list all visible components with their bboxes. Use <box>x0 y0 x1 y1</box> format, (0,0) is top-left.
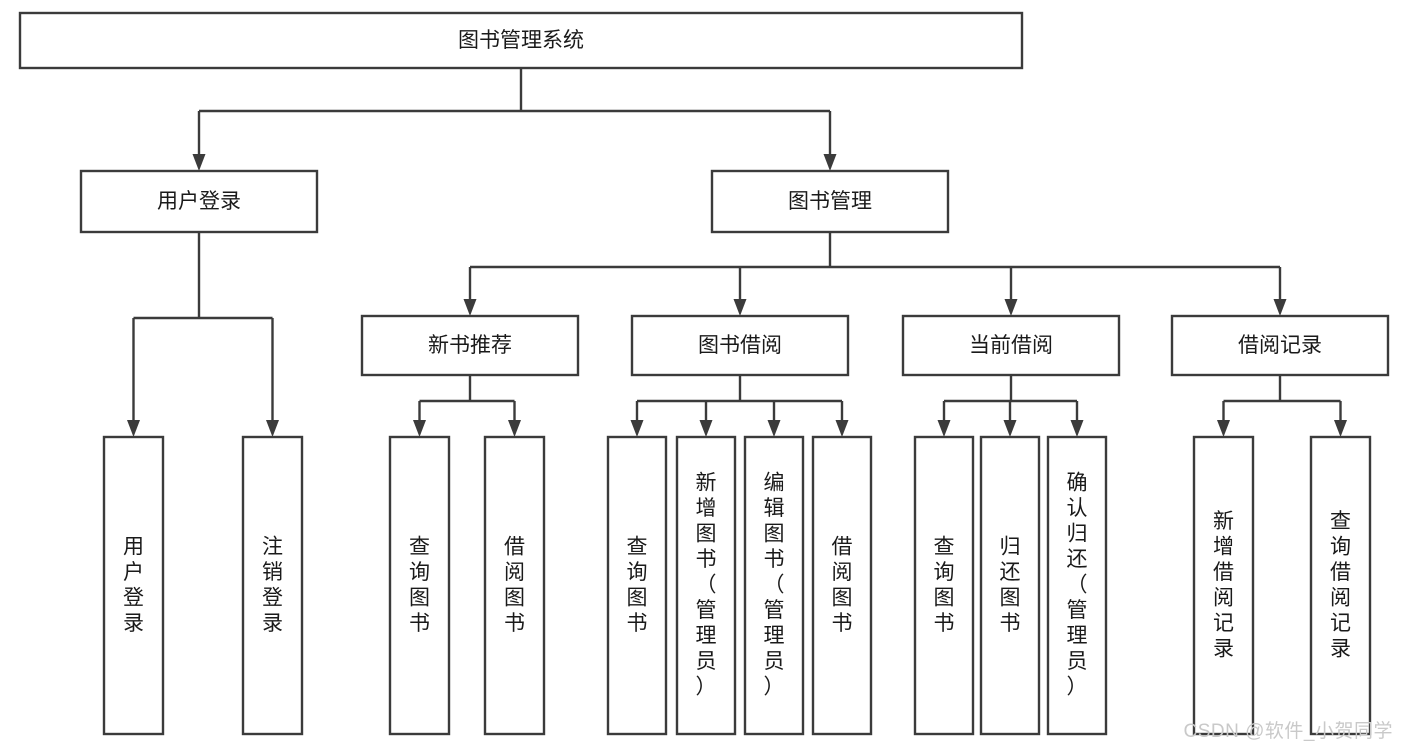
arrow-head-leaf-br-query-record <box>1334 420 1347 437</box>
node-box-new-book-rec <box>360 314 580 377</box>
node-leaf-rec-query-book[interactable]: 查询图书 <box>388 435 451 736</box>
node-leaf-bb-edit-book[interactable]: 编辑图书（管理员） <box>743 435 805 736</box>
node-leaf-bb-add-book[interactable]: 新增图书（管理员） <box>675 435 737 736</box>
node-label-leaf-bb-add-book: 新增图书（管理员） <box>696 471 717 698</box>
node-current-borrow[interactable]: 当前借阅 <box>901 314 1121 377</box>
node-user-login[interactable]: 用户登录 <box>79 169 319 234</box>
arrow-head-leaf-br-add-record <box>1217 420 1230 437</box>
node-new-book-rec[interactable]: 新书推荐 <box>360 314 580 377</box>
node-layer: 图书管理系统用户登录图书管理新书推荐图书借阅当前借阅借阅记录用户登录注销登录查询… <box>18 11 1390 736</box>
arrow-head-leaf-rec-borrow-book <box>508 420 521 437</box>
node-box-leaf-bb-borrow-book <box>811 435 873 736</box>
node-box-leaf-br-add-record <box>1192 435 1255 736</box>
node-box-book-manage <box>710 169 950 234</box>
node-label-user-login: 用户登录 <box>157 190 241 213</box>
node-leaf-br-add-record[interactable]: 新增借阅记录 <box>1192 435 1255 736</box>
arrow-head-leaf-user-logout <box>266 420 279 437</box>
node-box-leaf-cb-query-book <box>913 435 975 736</box>
node-label-book-manage: 图书管理 <box>788 190 872 213</box>
node-leaf-rec-borrow-book[interactable]: 借阅图书 <box>483 435 546 736</box>
node-leaf-user-logout[interactable]: 注销登录 <box>241 435 304 736</box>
arrow-head-leaf-bb-edit-book <box>767 420 781 437</box>
arrow-head-leaf-bb-add-book <box>699 420 713 437</box>
node-label-leaf-br-add-record: 新增借阅记录 <box>1213 509 1234 660</box>
node-box-root <box>18 11 1024 70</box>
node-leaf-cb-return-book[interactable]: 归还图书 <box>979 435 1041 736</box>
node-box-leaf-rec-query-book <box>388 435 451 736</box>
connector-group-book-manage <box>463 232 1287 316</box>
arrow-head-user-login <box>192 154 206 171</box>
node-box-current-borrow <box>901 314 1121 377</box>
arrow-head-new-book-rec <box>463 299 477 316</box>
node-box-book-borrow <box>630 314 850 377</box>
node-label-leaf-user-logout: 注销登录 <box>262 535 283 635</box>
node-label-leaf-rec-query-book: 查询图书 <box>409 535 430 635</box>
connector-group-new-book-rec <box>413 375 521 437</box>
connector-group-current-borrow <box>937 375 1084 437</box>
node-label-root: 图书管理系统 <box>458 29 584 52</box>
connector-group-root <box>192 68 837 171</box>
arrow-head-leaf-bb-query-book <box>630 420 644 437</box>
connector-group-book-borrow <box>630 375 849 437</box>
node-box-leaf-cb-confirm-return <box>1046 435 1108 736</box>
node-leaf-br-query-record[interactable]: 查询借阅记录 <box>1309 435 1372 736</box>
node-label-leaf-bb-borrow-book: 借阅图书 <box>832 535 853 635</box>
node-book-manage[interactable]: 图书管理 <box>710 169 950 234</box>
node-box-leaf-bb-query-book <box>606 435 668 736</box>
node-label-book-borrow: 图书借阅 <box>698 334 782 357</box>
node-label-leaf-bb-edit-book: 编辑图书（管理员） <box>764 471 785 698</box>
arrow-head-book-borrow <box>733 299 747 316</box>
node-label-leaf-user-login: 用户登录 <box>123 535 144 635</box>
node-box-leaf-bb-edit-book <box>743 435 805 736</box>
node-label-leaf-br-query-record: 查询借阅记录 <box>1330 509 1351 660</box>
node-label-current-borrow: 当前借阅 <box>969 334 1053 357</box>
node-leaf-cb-query-book[interactable]: 查询图书 <box>913 435 975 736</box>
node-label-leaf-bb-query-book: 查询图书 <box>627 535 648 635</box>
arrow-head-leaf-cb-confirm-return <box>1070 420 1084 437</box>
node-root[interactable]: 图书管理系统 <box>18 11 1024 70</box>
arrow-head-current-borrow <box>1004 299 1018 316</box>
node-box-leaf-cb-return-book <box>979 435 1041 736</box>
node-box-user-login <box>79 169 319 234</box>
node-box-borrow-record <box>1170 314 1390 377</box>
connector-group-borrow-record <box>1217 375 1347 437</box>
arrow-head-book-manage <box>823 154 837 171</box>
node-box-leaf-user-logout <box>241 435 304 736</box>
node-label-leaf-cb-confirm-return: 确认归还（管理员） <box>1067 471 1088 698</box>
arrow-head-borrow-record <box>1273 299 1287 316</box>
edge-layer <box>127 68 1347 437</box>
arrow-head-leaf-rec-query-book <box>413 420 426 437</box>
node-label-leaf-rec-borrow-book: 借阅图书 <box>504 535 525 635</box>
node-leaf-cb-confirm-return[interactable]: 确认归还（管理员） <box>1046 435 1108 736</box>
node-book-borrow[interactable]: 图书借阅 <box>630 314 850 377</box>
node-leaf-bb-query-book[interactable]: 查询图书 <box>606 435 668 736</box>
node-box-leaf-br-query-record <box>1309 435 1372 736</box>
node-label-borrow-record: 借阅记录 <box>1238 334 1322 357</box>
connector-group-user-login <box>127 232 279 437</box>
node-label-new-book-rec: 新书推荐 <box>428 334 512 357</box>
node-box-leaf-user-login <box>102 435 165 736</box>
node-borrow-record[interactable]: 借阅记录 <box>1170 314 1390 377</box>
node-box-leaf-bb-add-book <box>675 435 737 736</box>
arrow-head-leaf-user-login <box>127 420 140 437</box>
node-leaf-bb-borrow-book[interactable]: 借阅图书 <box>811 435 873 736</box>
node-leaf-user-login[interactable]: 用户登录 <box>102 435 165 736</box>
node-label-leaf-cb-return-book: 归还图书 <box>1000 535 1021 635</box>
node-box-leaf-rec-borrow-book <box>483 435 546 736</box>
arrow-head-leaf-cb-query-book <box>937 420 951 437</box>
arrow-head-leaf-bb-borrow-book <box>835 420 849 437</box>
arrow-head-leaf-cb-return-book <box>1003 420 1017 437</box>
node-label-leaf-cb-query-book: 查询图书 <box>934 535 955 635</box>
